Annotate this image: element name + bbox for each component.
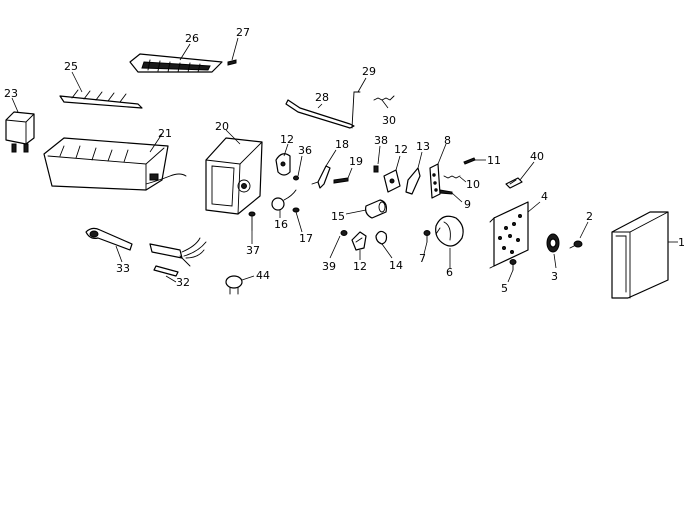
part-2-screw	[569, 240, 583, 249]
callout-4: 4	[541, 190, 548, 203]
part-27-screw	[227, 59, 237, 66]
callout-7: 7	[419, 252, 426, 265]
leader-lines	[11, 37, 678, 283]
callout-29: 29	[362, 65, 376, 78]
part-3-gear	[546, 233, 560, 253]
callout-18: 18	[335, 138, 349, 151]
callout-37: 37	[246, 244, 260, 257]
callout-28: 28	[315, 91, 329, 104]
callout-1: 1	[678, 236, 685, 249]
part-21-ice-mold	[43, 137, 187, 191]
callout-33: 33	[116, 262, 130, 275]
part-19-screw	[333, 177, 349, 184]
callout-27: 27	[236, 26, 250, 39]
part-37-screw	[248, 211, 256, 231]
callout-20: 20	[215, 120, 229, 133]
callout-12-middle: 12	[394, 143, 408, 156]
part-25-ejector	[59, 89, 143, 109]
callout-44: 44	[256, 269, 270, 282]
callout-16: 16	[274, 218, 288, 231]
callout-17: 17	[299, 232, 313, 245]
callout-36: 36	[298, 144, 312, 157]
part-11-screw	[463, 157, 476, 165]
callout-6: 6	[446, 266, 453, 279]
part-10-spring	[443, 175, 461, 179]
part-5-screw	[509, 259, 517, 271]
part-12-clip-lower	[351, 231, 367, 251]
callout-25: 25	[64, 60, 78, 73]
callout-23: 23	[4, 87, 18, 100]
part-12-thermostat-upper	[275, 153, 291, 176]
callout-14: 14	[389, 259, 403, 272]
part-44-knob	[225, 275, 243, 295]
part-4-mounting-plate	[489, 201, 529, 269]
part-30-spring	[373, 95, 395, 101]
part-28-shutoff-arm	[285, 99, 355, 129]
callout-12-lower: 12	[353, 260, 367, 273]
callout-39: 39	[322, 260, 336, 273]
callout-13: 13	[416, 140, 430, 153]
callout-21: 21	[158, 127, 172, 140]
part-20-housing	[205, 137, 263, 215]
part-7-screw	[423, 230, 431, 243]
callout-19: 19	[349, 155, 363, 168]
part-26-stripper	[129, 53, 223, 73]
part-18-lever	[311, 165, 331, 189]
part-39-screw	[340, 230, 348, 236]
part-36-screw	[293, 175, 299, 181]
wire-harness	[149, 237, 207, 267]
part-15-plug	[365, 199, 387, 219]
part-29-linkage	[351, 91, 361, 129]
callout-3: 3	[551, 270, 558, 283]
callout-15: 15	[331, 210, 345, 223]
callout-32: 32	[176, 276, 190, 289]
callout-10: 10	[466, 178, 480, 191]
callout-labels: 1 2 3 4 5 6 7 8 9 10 11 12 12 12 13 14 1…	[4, 26, 685, 295]
part-12-bracket-middle	[383, 169, 401, 193]
callout-11: 11	[487, 154, 501, 167]
part-40-clip	[505, 177, 523, 189]
part-1-cover	[611, 211, 669, 299]
part-14-cam	[375, 230, 388, 245]
callout-30: 30	[382, 114, 396, 127]
part-13-plate	[405, 167, 421, 195]
part-6-motor	[435, 215, 464, 247]
part-9-screw	[439, 189, 453, 195]
callout-5: 5	[501, 282, 508, 295]
callout-12-upper: 12	[280, 133, 294, 146]
callout-40: 40	[530, 150, 544, 163]
callout-38: 38	[374, 134, 388, 147]
part-16-thermistor	[271, 189, 297, 211]
part-32-tube	[153, 265, 179, 277]
callout-8: 8	[444, 134, 451, 147]
part-8-switch	[429, 163, 441, 199]
part-23-valve	[5, 111, 35, 153]
part-17-screw	[292, 207, 300, 213]
callout-9: 9	[464, 198, 471, 211]
callout-2: 2	[586, 210, 593, 223]
part-33-fill-tube	[85, 227, 133, 251]
part-38-pin	[373, 165, 379, 173]
callout-26: 26	[185, 32, 199, 45]
